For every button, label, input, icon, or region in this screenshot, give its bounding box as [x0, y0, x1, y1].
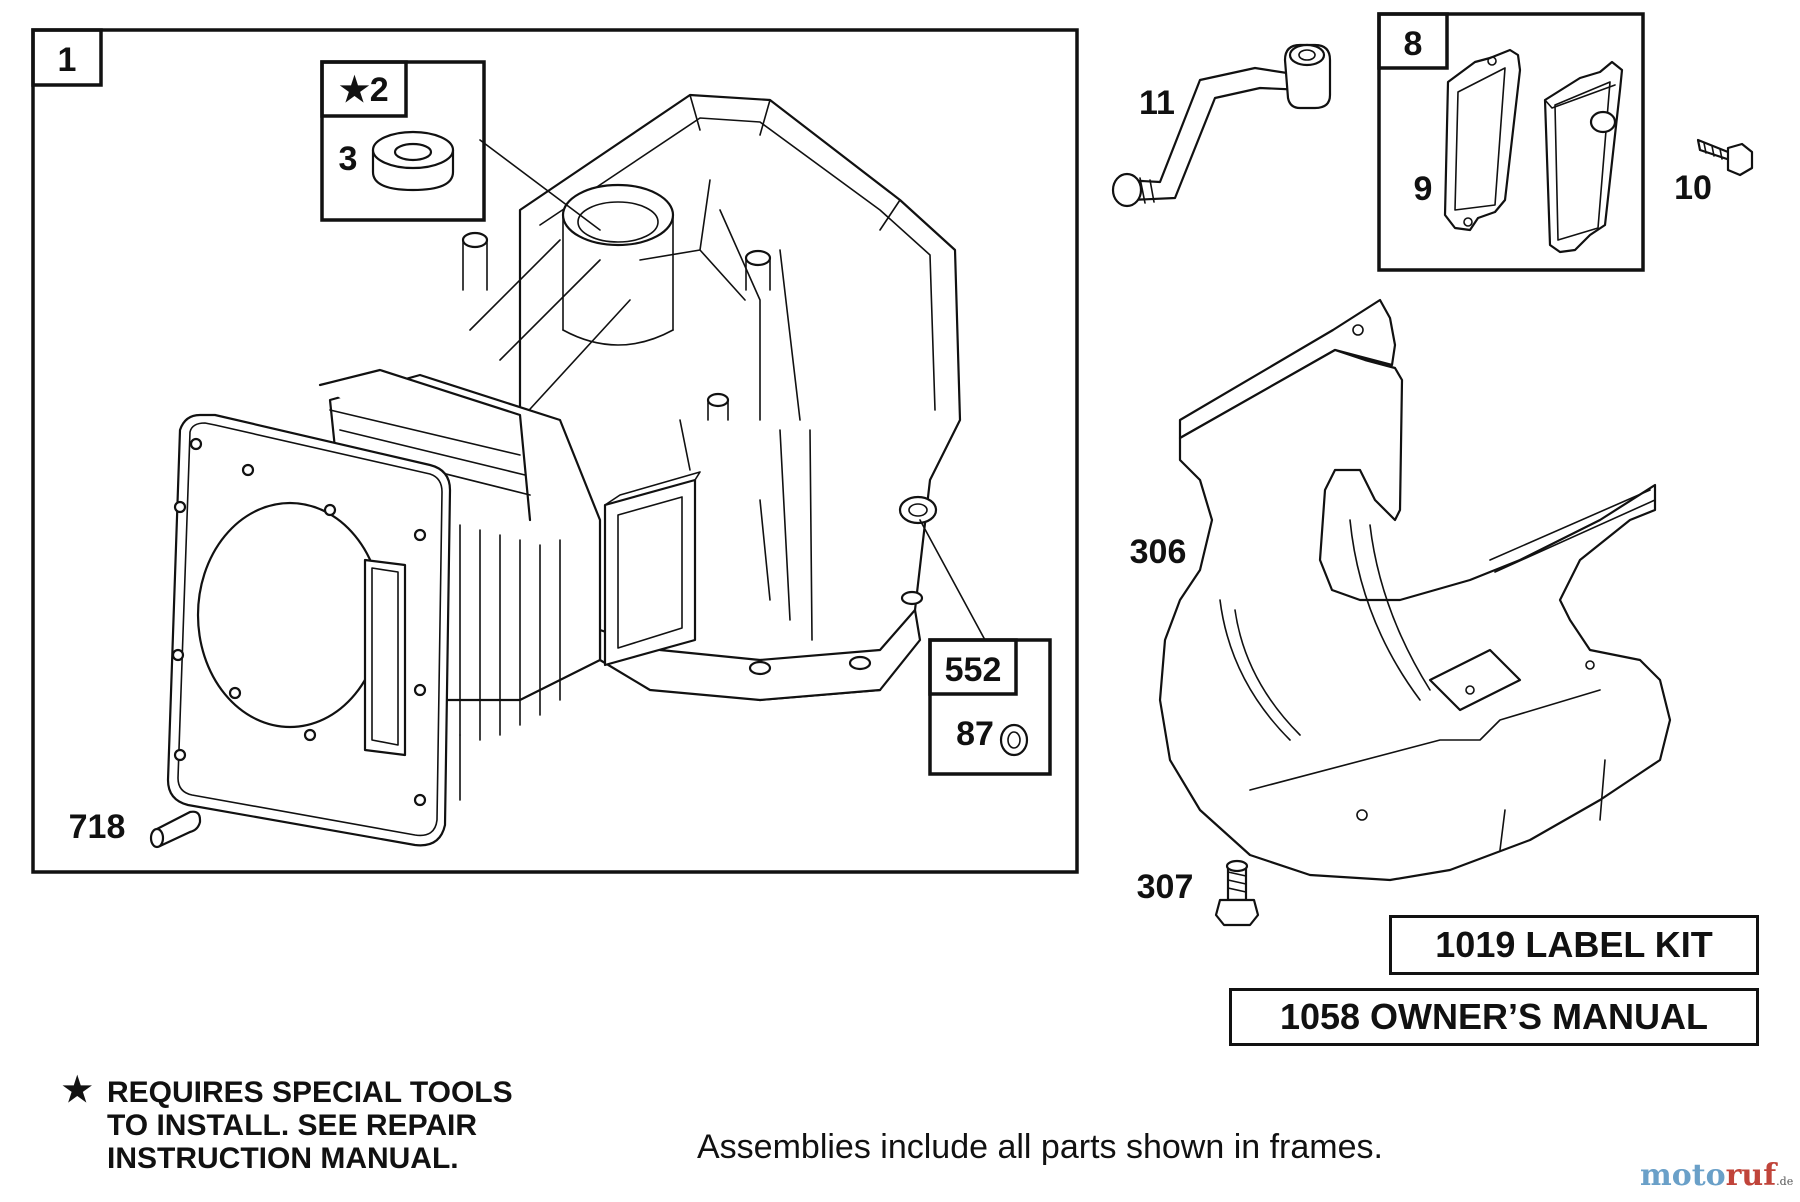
part-11-label: 11 — [1139, 84, 1175, 122]
frame-1-label-box — [31, 28, 103, 87]
frame-552-label-box — [928, 638, 1018, 696]
frame-8: 8 9 — [1377, 12, 1645, 272]
dowel-pin-illustration — [149, 810, 202, 849]
part-87-label: 87 — [956, 715, 994, 753]
cylinder-block-illustration — [166, 93, 986, 847]
star-icon: ★ — [62, 1071, 93, 1109]
breather-cover-illustration — [1543, 60, 1624, 254]
watermark-part-b: ruf — [1725, 1158, 1777, 1193]
part-3-label: 3 — [339, 140, 358, 178]
part-718-label: 718 — [69, 808, 126, 846]
label-kit-text: 1019 LABEL KIT — [1435, 924, 1713, 965]
frame-2-label: ★2 — [339, 71, 388, 109]
part-9-label: 9 — [1414, 170, 1433, 208]
part-306-label: 306 — [1130, 533, 1187, 571]
screw-10-illustration — [1696, 138, 1754, 177]
special-tools-note: REQUIRES SPECIAL TOOLS TO INSTALL. SEE R… — [107, 1076, 513, 1175]
frame-2-label-box — [320, 60, 408, 118]
special-tools-line-1: REQUIRES SPECIAL TOOLS — [107, 1076, 513, 1109]
breather-tube-illustration — [1111, 43, 1332, 208]
special-tools-line-2: TO INSTALL. SEE REPAIR — [107, 1109, 478, 1142]
assemblies-note: Assemblies include all parts shown in fr… — [697, 1128, 1383, 1166]
special-tools-line-3: INSTRUCTION MANUAL. — [107, 1142, 459, 1175]
owners-manual-box: 1058 OWNER’S MANUAL — [1229, 988, 1759, 1046]
part-11: 11 — [1111, 43, 1332, 208]
frame-1-label: 1 — [58, 41, 77, 79]
part-307-label: 307 — [1137, 868, 1194, 906]
frame-8-label: 8 — [1404, 25, 1423, 63]
label-kit-box: 1019 LABEL KIT — [1389, 915, 1759, 975]
cylinder-shroud-illustration — [1158, 298, 1672, 882]
watermark-logo: motoruf.de — [1640, 1158, 1793, 1193]
part-306: 306 — [1130, 298, 1672, 882]
plug-87-illustration — [999, 723, 1029, 757]
part-718: 718 — [69, 808, 202, 849]
part-10: 10 — [1674, 138, 1754, 207]
watermark-part-a: moto — [1640, 1158, 1726, 1193]
owners-manual-text: 1058 OWNER’S MANUAL — [1279, 996, 1709, 1037]
frame-8-label-box — [1377, 12, 1449, 70]
gasket-9-illustration — [1443, 48, 1522, 232]
watermark-tld: .de — [1776, 1175, 1794, 1188]
frame-2: ★2 3 — [320, 60, 486, 222]
frame-552-label: 552 — [945, 651, 1002, 689]
frame-552: 552 87 — [928, 638, 1052, 776]
part-307: 307 — [1137, 859, 1260, 927]
part-10-label: 10 — [1674, 169, 1712, 207]
screw-307-illustration — [1214, 859, 1260, 927]
oil-seal-illustration — [371, 130, 455, 192]
frame-1: 1 — [31, 28, 1079, 874]
